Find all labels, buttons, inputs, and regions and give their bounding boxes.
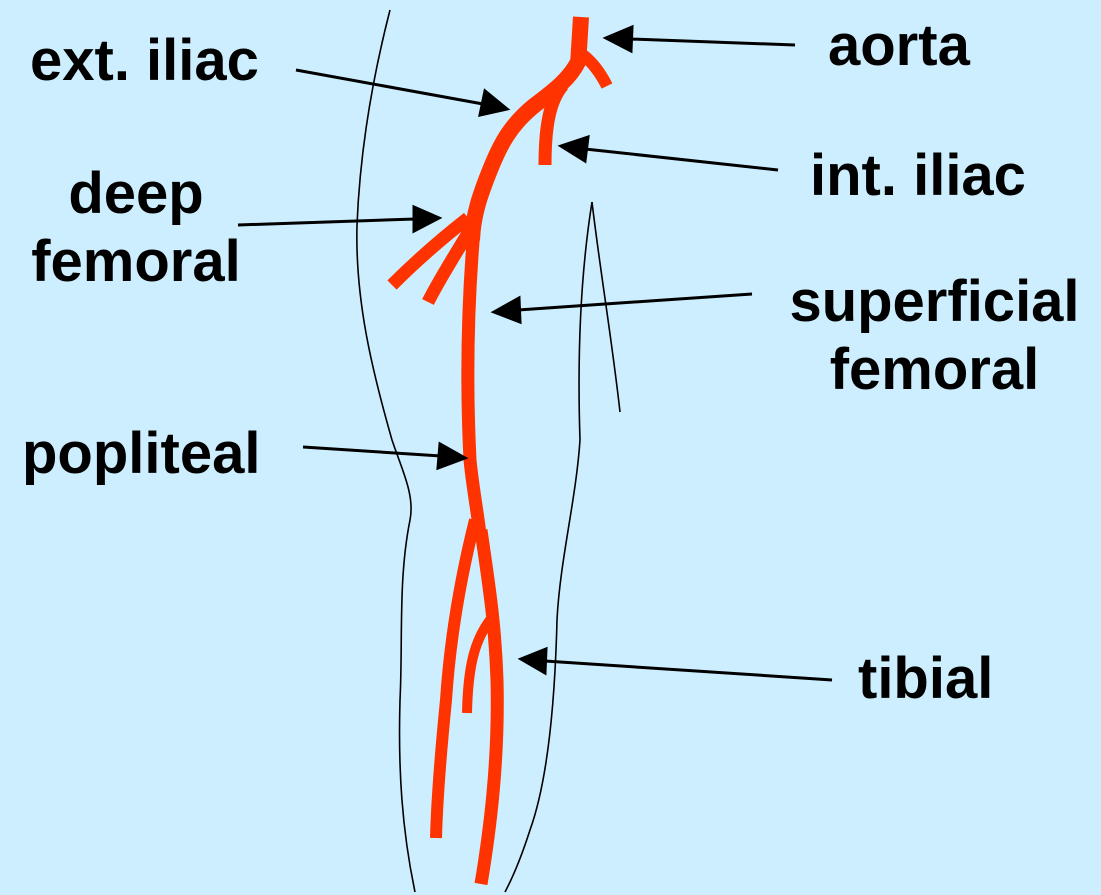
external-iliac-vessel — [472, 62, 578, 240]
popliteal-arrow — [303, 444, 465, 468]
tibial-arrow — [521, 649, 832, 680]
superficial-femoral-arrow — [494, 294, 752, 322]
label-superficial-femoral-line2: femoral — [772, 336, 1097, 404]
label-int-iliac: int. iliac — [810, 142, 1026, 210]
label-ext-iliac: ext. iliac — [30, 27, 259, 95]
aorta-arrow — [606, 27, 795, 51]
ext-iliac-arrow — [296, 70, 507, 115]
peroneal-vessel — [467, 620, 490, 713]
aorta-vessel — [578, 17, 581, 65]
posterior-tibial-vessel — [481, 530, 497, 884]
label-superficial-femoral: superficial femoral — [772, 268, 1097, 404]
deep-femoral-arrow — [238, 207, 439, 231]
label-deep-femoral-line1: deep — [20, 160, 252, 228]
label-deep-femoral: deep femoral — [20, 160, 252, 296]
aorta-right-branch — [583, 55, 607, 86]
label-tibial: tibial — [858, 645, 993, 713]
label-popliteal: popliteal — [22, 420, 260, 488]
pointer-arrows — [238, 27, 832, 680]
label-deep-femoral-line2: femoral — [20, 228, 252, 296]
superficial-femoral-vessel — [468, 230, 480, 535]
label-aorta: aorta — [828, 12, 970, 80]
label-superficial-femoral-line1: superficial — [772, 268, 1097, 336]
int-iliac-arrow — [561, 137, 778, 170]
leg-outline-inner — [592, 202, 620, 412]
